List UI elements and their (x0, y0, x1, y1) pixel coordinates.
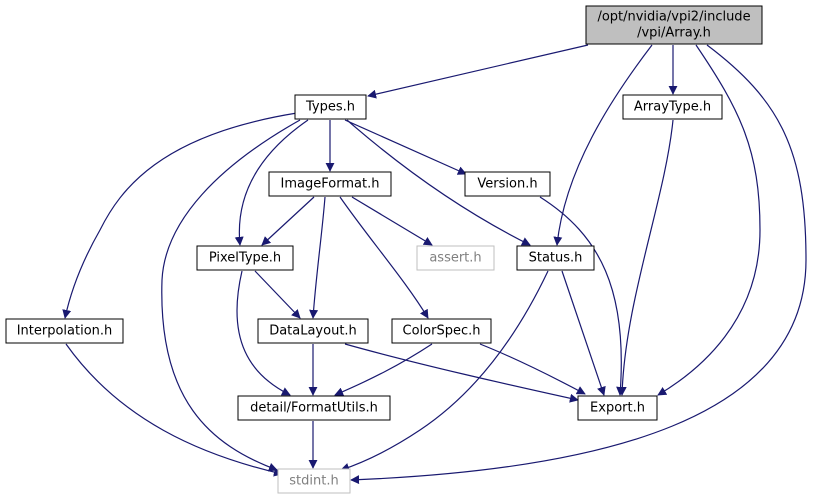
edge-array-to-types (367, 44, 589, 99)
node-stdint-label: stdint.h (289, 474, 338, 489)
edge-array-to-stdint (350, 44, 807, 485)
edge-types-to-stdint (161, 119, 301, 472)
node-stdint-box (277, 468, 351, 494)
node-status[interactable]: Status.h (516, 245, 595, 271)
edge-types-to-pixeltype (234, 119, 309, 246)
node-array[interactable]: /opt/nvidia/vpi2/include/vpi/Array.h (585, 5, 763, 45)
node-arraytype-label: ArrayType.h (634, 100, 711, 115)
edge-imageformat-to-datalayout (309, 196, 326, 319)
edge-status-to-stdint (340, 270, 549, 472)
node-version-label: Version.h (477, 177, 537, 192)
node-arraytype-box (622, 94, 723, 120)
node-imageformat-label: ImageFormat.h (281, 177, 380, 192)
node-pixeltype-box (196, 245, 294, 271)
edge-array-to-status (553, 44, 653, 246)
node-interpolation-label: Interpolation.h (17, 324, 113, 339)
dependency-edges (62, 44, 807, 485)
node-colorspec[interactable]: ColorSpec.h (391, 318, 492, 344)
node-array-label: /opt/nvidia/vpi2/include (597, 10, 750, 25)
node-colorspec-label: ColorSpec.h (403, 324, 481, 339)
edge-imageformat-to-colorspec (339, 196, 429, 319)
edge-types-to-status (346, 119, 531, 246)
edge-colorspec-to-formatutils (334, 343, 433, 396)
edge-pixeltype-to-datalayout (254, 270, 301, 319)
header-nodes: /opt/nvidia/vpi2/include/vpi/Array.hType… (5, 5, 763, 494)
node-assert: assert.h (416, 245, 495, 271)
edge-colorspec-to-export (479, 343, 586, 395)
node-formatutils[interactable]: detail/FormatUtils.h (237, 395, 391, 421)
node-colorspec-box (391, 318, 492, 344)
node-pixeltype-label: PixelType.h (209, 251, 281, 266)
node-types[interactable]: Types.h (294, 94, 367, 120)
edge-pixeltype-to-formatutils (236, 270, 291, 396)
edge-types-to-version (344, 119, 467, 175)
node-types-box (294, 94, 367, 120)
edge-imageformat-to-assert (351, 196, 433, 246)
node-export[interactable]: Export.h (577, 395, 658, 421)
node-types-label: Types.h (305, 100, 355, 115)
node-imageformat[interactable]: ImageFormat.h (268, 171, 392, 197)
node-imageformat-box (268, 171, 392, 197)
edge-arraytype-to-export (617, 119, 674, 396)
node-datalayout-label: DataLayout.h (269, 324, 357, 339)
node-pixeltype[interactable]: PixelType.h (196, 245, 294, 271)
edge-imageformat-to-pixeltype (261, 196, 315, 246)
node-arraytype[interactable]: ArrayType.h (622, 94, 723, 120)
edge-array-to-export (657, 44, 761, 396)
node-assert-label: assert.h (429, 251, 481, 266)
node-array-label: /vpi/Array.h (637, 26, 711, 41)
node-array-box (585, 5, 763, 45)
node-version[interactable]: Version.h (464, 171, 551, 197)
node-interpolation[interactable]: Interpolation.h (5, 318, 124, 344)
edge-status-to-export (561, 270, 606, 396)
node-assert-box (416, 245, 495, 271)
node-formatutils-box (237, 395, 391, 421)
node-export-label: Export.h (590, 401, 645, 416)
node-formatutils-label: detail/FormatUtils.h (250, 401, 378, 416)
node-version-box (464, 171, 551, 197)
node-export-box (577, 395, 658, 421)
edge-interpolation-to-stdint (65, 343, 283, 477)
node-datalayout[interactable]: DataLayout.h (257, 318, 369, 344)
edge-types-to-interpolation (62, 112, 298, 319)
edge-datalayout-to-export (344, 343, 579, 403)
node-stdint: stdint.h (277, 468, 351, 494)
node-datalayout-box (257, 318, 369, 344)
edge-version-to-export (539, 196, 626, 396)
node-interpolation-box (5, 318, 124, 344)
node-status-box (516, 245, 595, 271)
node-status-label: Status.h (529, 251, 583, 266)
